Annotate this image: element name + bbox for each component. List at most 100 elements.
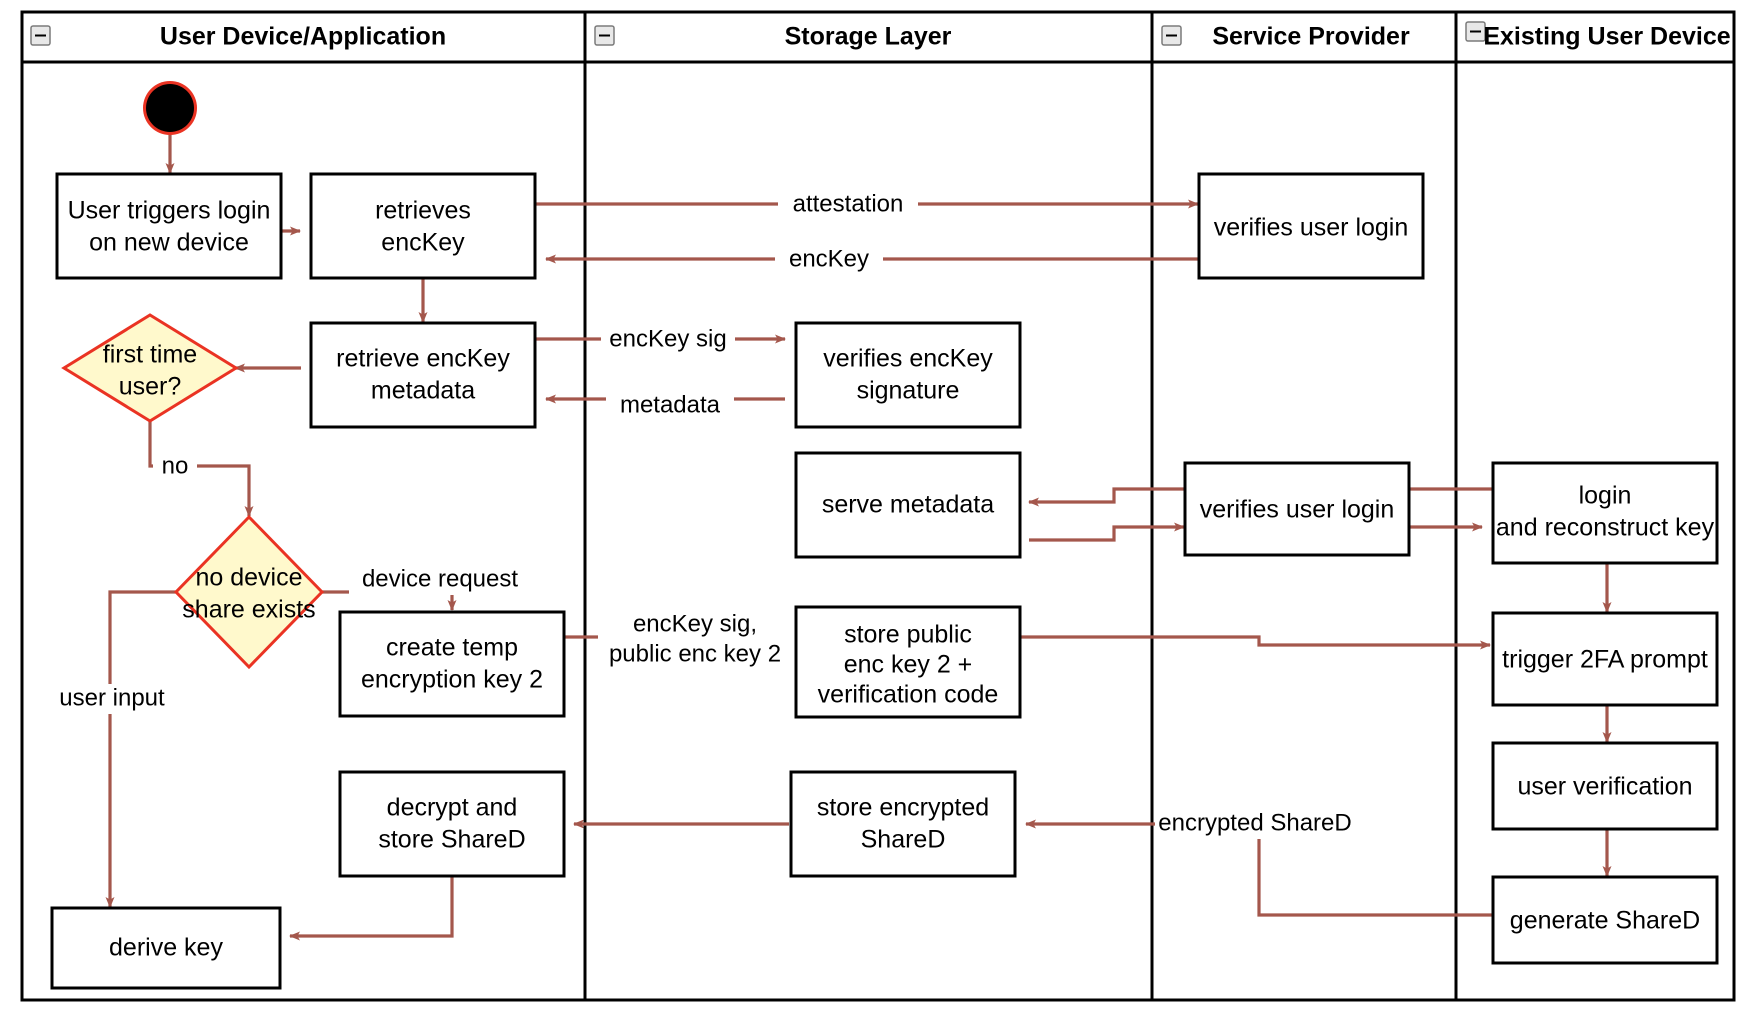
lane-header-label: Storage Layer: [785, 23, 952, 51]
edge-label: encKey: [789, 245, 869, 272]
node-box[interactable]: [50, 906, 282, 990]
edge-label-metadata: metadata: [606, 389, 734, 419]
node-label-line: store public: [844, 621, 972, 649]
node-label-line: on new device: [89, 229, 249, 257]
edge-label: attestation: [793, 190, 904, 217]
node-label-line: user?: [119, 373, 182, 401]
node-verifies-enckey-signature[interactable]: verifies encKey signature: [794, 321, 1022, 429]
node-verifies-user-login-1[interactable]: verifies user login: [1197, 172, 1425, 280]
label-backdrop: [598, 607, 794, 673]
node-label-line: verifies user login: [1200, 496, 1395, 524]
node-box[interactable]: [1491, 741, 1719, 831]
node-label-line: store ShareD: [378, 826, 525, 854]
node-box[interactable]: [794, 605, 1022, 719]
node-serve-metadata[interactable]: serve metadata: [794, 451, 1022, 559]
node-box[interactable]: [309, 321, 537, 429]
node-derive-key[interactable]: derive key: [50, 906, 282, 990]
node-label-line: verifies user login: [1214, 214, 1409, 242]
node-login-and-reconstruct-key[interactable]: login and reconstruct key: [1491, 461, 1719, 565]
node-label-line: ShareD: [861, 826, 946, 854]
edge-serve-metadata-to-verifies-login: [1029, 522, 1185, 542]
node-decrypt-and-store-shared[interactable]: decrypt and store ShareD: [338, 770, 566, 878]
edge-label: public enc key 2: [609, 640, 781, 667]
node-label-line: login: [1579, 482, 1632, 510]
label-backdrop: [349, 565, 531, 595]
lane-header-label: Service Provider: [1212, 23, 1410, 51]
node-label-line: store encrypted: [817, 794, 989, 822]
node-label-line: retrieve encKey: [336, 345, 510, 373]
node-box[interactable]: [1491, 611, 1719, 707]
label-backdrop: [52, 684, 178, 714]
node-label-line: user verification: [1517, 773, 1692, 801]
node-box[interactable]: [338, 770, 566, 878]
lane-header-label: User Device/Application: [160, 23, 446, 51]
node-label-line: and reconstruct key: [1496, 514, 1715, 542]
lane-header-label: Existing User Device: [1483, 23, 1730, 51]
node-box[interactable]: [309, 172, 537, 280]
node-no-device-share-exists-decision[interactable]: no device share exists: [173, 514, 325, 670]
edge-label-attestation: attestation: [778, 189, 918, 219]
node-label-line: no device: [195, 564, 302, 592]
node-label-line: derive key: [109, 934, 223, 962]
node-box[interactable]: [1197, 172, 1425, 280]
node-trigger-2fa-prompt[interactable]: trigger 2FA prompt: [1491, 611, 1719, 707]
edge-label-device-request: device request: [349, 565, 531, 595]
label-backdrop: [153, 452, 197, 482]
decision-diamond[interactable]: [61, 313, 239, 423]
decision-diamond[interactable]: [173, 514, 325, 670]
node-box[interactable]: [338, 610, 566, 718]
node-store-public-enc-key-2[interactable]: store public enc key 2 + verification co…: [794, 605, 1022, 719]
node-label-line: serve metadata: [822, 491, 994, 519]
edge-user-input: [105, 590, 176, 908]
node-label-line: verifies encKey: [823, 345, 993, 373]
edge-label: encKey sig: [609, 325, 726, 352]
start-node: [143, 81, 197, 135]
label-backdrop: [606, 389, 734, 419]
node-user-verification[interactable]: user verification: [1491, 741, 1719, 831]
edge-label-enckey-sig: encKey sig: [601, 324, 735, 354]
diagram-outer-frame: [20, 10, 1736, 1002]
edge-decrypt-to-derive-key: [289, 876, 454, 941]
lane-header-service-provider[interactable]: Service Provider: [1161, 23, 1410, 51]
edge-label-enckey: encKey: [775, 244, 883, 274]
node-label-line: create temp: [386, 634, 518, 662]
lane-header-existing-user-device[interactable]: Existing User Device: [1465, 21, 1731, 51]
lane-header-storage-layer[interactable]: Storage Layer: [594, 23, 952, 51]
node-label-line: signature: [857, 377, 960, 405]
edge-no-branch: [148, 419, 254, 517]
node-label-line: retrieves: [375, 197, 471, 225]
node-label-line: verification code: [818, 681, 999, 709]
edge-label-no: no: [153, 452, 197, 482]
lane-frame-group: [20, 10, 1736, 1002]
edge-label: no: [162, 452, 189, 479]
node-box[interactable]: [789, 770, 1017, 878]
node-retrieves-enckey[interactable]: retrieves encKey: [309, 172, 537, 280]
edge-label: user input: [59, 684, 165, 711]
label-backdrop: [778, 189, 918, 219]
node-label-line: trigger 2FA prompt: [1502, 646, 1708, 674]
start-node-fill: [146, 84, 194, 132]
edge-verifies-login-to-serve-metadata: [1028, 487, 1185, 507]
node-store-encrypted-shared[interactable]: store encrypted ShareD: [789, 770, 1017, 878]
node-label-line: generate ShareD: [1510, 907, 1700, 935]
edge-label-enckey-sig-public-enc-key-2: encKey sig, public enc key 2: [598, 607, 794, 673]
lane-header-user-device[interactable]: User Device/Application: [30, 23, 446, 51]
edge-label: encrypted ShareD: [1158, 809, 1351, 836]
node-retrieve-enckey-metadata[interactable]: retrieve encKey metadata: [309, 321, 537, 429]
edge-label: device request: [362, 565, 518, 592]
node-box[interactable]: [1491, 875, 1719, 965]
node-first-time-user-decision[interactable]: first time user?: [61, 313, 239, 423]
node-verifies-user-login-2[interactable]: verifies user login: [1183, 461, 1411, 557]
node-user-triggers-login[interactable]: User triggers login on new device: [55, 172, 283, 280]
node-generate-shared[interactable]: generate ShareD: [1491, 875, 1719, 965]
node-create-temp-encryption-key-2[interactable]: create temp encryption key 2: [338, 610, 566, 718]
edge-encrypted-shared: [1025, 819, 1498, 917]
node-box[interactable]: [1491, 461, 1719, 565]
node-box[interactable]: [794, 451, 1022, 559]
node-box[interactable]: [794, 321, 1022, 429]
node-box[interactable]: [1183, 461, 1411, 557]
node-box[interactable]: [55, 172, 283, 280]
node-label-line: first time: [103, 341, 197, 369]
